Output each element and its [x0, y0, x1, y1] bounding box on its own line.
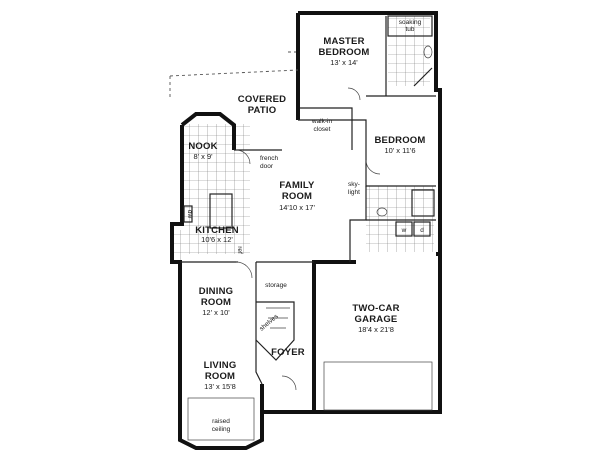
french-door-note-2: door — [260, 163, 274, 170]
bedroom-dims: 10' x 11'6 — [384, 146, 415, 155]
dining-room-label: DINING — [199, 286, 233, 297]
dining-room-dims: 12' x 10' — [202, 308, 230, 317]
dryer-note: d — [420, 227, 424, 234]
room-kitchen: KITCHEN 10'6 x 12' — [195, 225, 239, 244]
room-foyer: FOYER — [271, 347, 305, 358]
walk-in-closet-note: walk-in — [311, 118, 333, 125]
soaking-tub-note: soaking — [399, 19, 422, 26]
garage-door — [323, 361, 433, 411]
french-door-note: french — [260, 155, 278, 162]
ref-note: ref — [236, 246, 243, 254]
bedroom-label: BEDROOM — [374, 135, 425, 146]
room-dining-room: DINING ROOM 12' x 10' — [199, 286, 233, 317]
patio-outline — [169, 51, 299, 98]
living-room-dims: 13' x 15'8 — [204, 382, 236, 391]
garage-dims: 18'4 x 21'8 — [358, 325, 394, 334]
door-swings — [235, 87, 381, 391]
living-room-label-2: ROOM — [205, 371, 235, 382]
covered-patio-label: COVERED — [238, 94, 286, 105]
family-room-dims: 14'10 x 17' — [279, 203, 315, 212]
room-two-car-garage: TWO-CAR GARAGE 18'4 x 21'8 — [352, 303, 399, 334]
living-room-label: LIVING — [204, 360, 237, 371]
washer-note: w — [401, 227, 407, 234]
walk-in-closet-note-2: closet — [314, 126, 331, 133]
master-bedroom-dims: 13' x 14' — [330, 58, 358, 67]
room-family-room: FAMILY ROOM 14'10 x 17' — [279, 180, 315, 212]
room-master-bedroom: MASTER BEDROOM 13' x 14' — [318, 36, 369, 67]
interior-walls — [180, 16, 436, 385]
fixtures — [183, 15, 435, 441]
master-bedroom-label-2: BEDROOM — [318, 47, 369, 58]
sky-light-note-2: light — [348, 189, 360, 196]
room-bedroom: BEDROOM 10' x 11'6 — [374, 135, 425, 155]
annotations: soaking tub walk-in closet french door s… — [186, 19, 424, 433]
garage-label: TWO-CAR — [352, 303, 399, 314]
room-covered-patio: COVERED PATIO — [238, 94, 286, 116]
dw-note: dw — [186, 210, 193, 219]
kitchen-dims: 10'6 x 12' — [201, 235, 233, 244]
master-bedroom-label: MASTER — [323, 36, 364, 47]
raised-ceiling-note: raised — [212, 418, 230, 425]
foyer-label: FOYER — [271, 347, 305, 358]
room-nook: NOOK 8' x 9' — [188, 141, 217, 161]
tile-areas — [172, 16, 434, 260]
raised-ceiling-note-2: ceiling — [212, 426, 231, 433]
garage-label-2: GARAGE — [355, 314, 398, 325]
storage-note: storage — [265, 282, 287, 289]
covered-patio-label-2: PATIO — [248, 105, 277, 116]
room-living-room: LIVING ROOM 13' x 15'8 — [204, 360, 237, 391]
soaking-tub-note-2: tub — [405, 26, 414, 33]
family-room-label-2: ROOM — [282, 191, 312, 202]
family-room-label: FAMILY — [279, 180, 315, 191]
nook-dims: 8' x 9' — [193, 152, 213, 161]
shelves-note: shelves — [258, 313, 280, 333]
dining-room-label-2: ROOM — [201, 297, 231, 308]
sky-light-note: sky- — [348, 181, 360, 188]
nook-label: NOOK — [188, 141, 217, 152]
exterior-walls — [170, 11, 442, 450]
kitchen-label: KITCHEN — [195, 225, 239, 236]
